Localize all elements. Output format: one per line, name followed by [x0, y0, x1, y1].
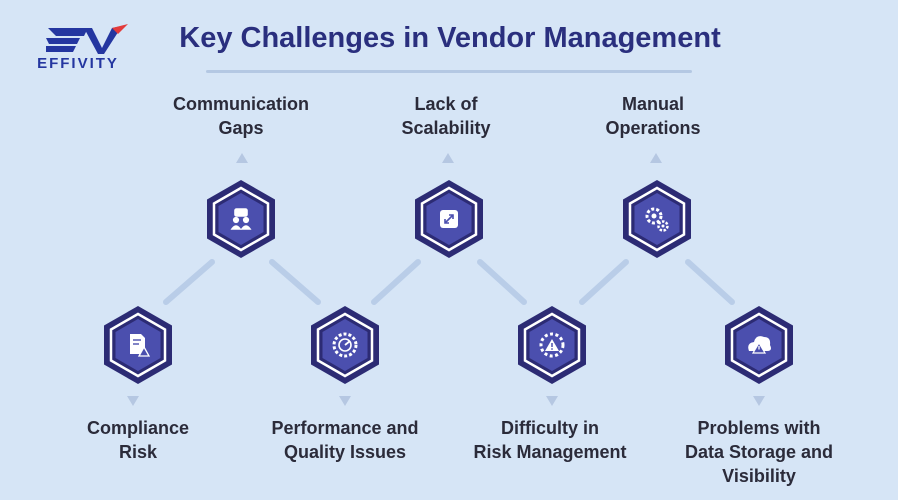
label-manual-operations: Manual Operations [605, 94, 701, 138]
effivity-logo: EFFIVITY [22, 22, 134, 72]
hexagon-compliance-risk [102, 304, 174, 386]
hexagon-data-storage [723, 304, 795, 386]
connector-line [477, 259, 527, 305]
up-arrow-icon [650, 153, 662, 163]
down-arrow-icon [339, 396, 351, 406]
hexagon-performance-quality [309, 304, 381, 386]
label-compliance-risk: Compliance Risk [86, 418, 190, 462]
hexagon-lack-of-scalability [413, 178, 485, 260]
document-warning-icon [130, 334, 151, 357]
title-underline [206, 70, 692, 73]
label-risk-management: Difficulty in Risk Management [473, 418, 627, 462]
hexagon-communication-gaps [205, 178, 277, 260]
gears-icon [645, 207, 669, 232]
resize-icon [440, 210, 458, 228]
down-arrow-icon [127, 396, 139, 406]
logo-text: EFFIVITY [37, 55, 119, 72]
gauge-icon [332, 332, 358, 358]
connector-lines [163, 259, 735, 305]
label-performance-quality: Performance and Quality Issues [271, 418, 419, 462]
up-arrow-icon [442, 153, 454, 163]
label-communication-gaps: Communication Gaps [172, 94, 309, 138]
connector-line [579, 259, 629, 305]
gear-warning-icon [539, 332, 565, 358]
page-title: Key Challenges in Vendor Management [179, 22, 721, 54]
label-data-storage: Problems with Data Storage and Visibilit… [684, 418, 834, 486]
connector-line [269, 259, 321, 305]
connector-line [371, 259, 421, 305]
connector-line [685, 259, 735, 305]
logo-mark-icon [46, 24, 128, 54]
label-lack-of-scalability: Lack of Scalability [401, 94, 491, 138]
up-arrow-icon [236, 153, 248, 163]
down-arrow-icon [753, 396, 765, 406]
hexagon-manual-operations [621, 178, 693, 260]
team-chat-icon [230, 208, 252, 230]
hexagon-risk-management [516, 304, 588, 386]
cloud-warning-icon [748, 336, 771, 354]
connector-line [163, 259, 215, 305]
down-arrow-icon [546, 396, 558, 406]
